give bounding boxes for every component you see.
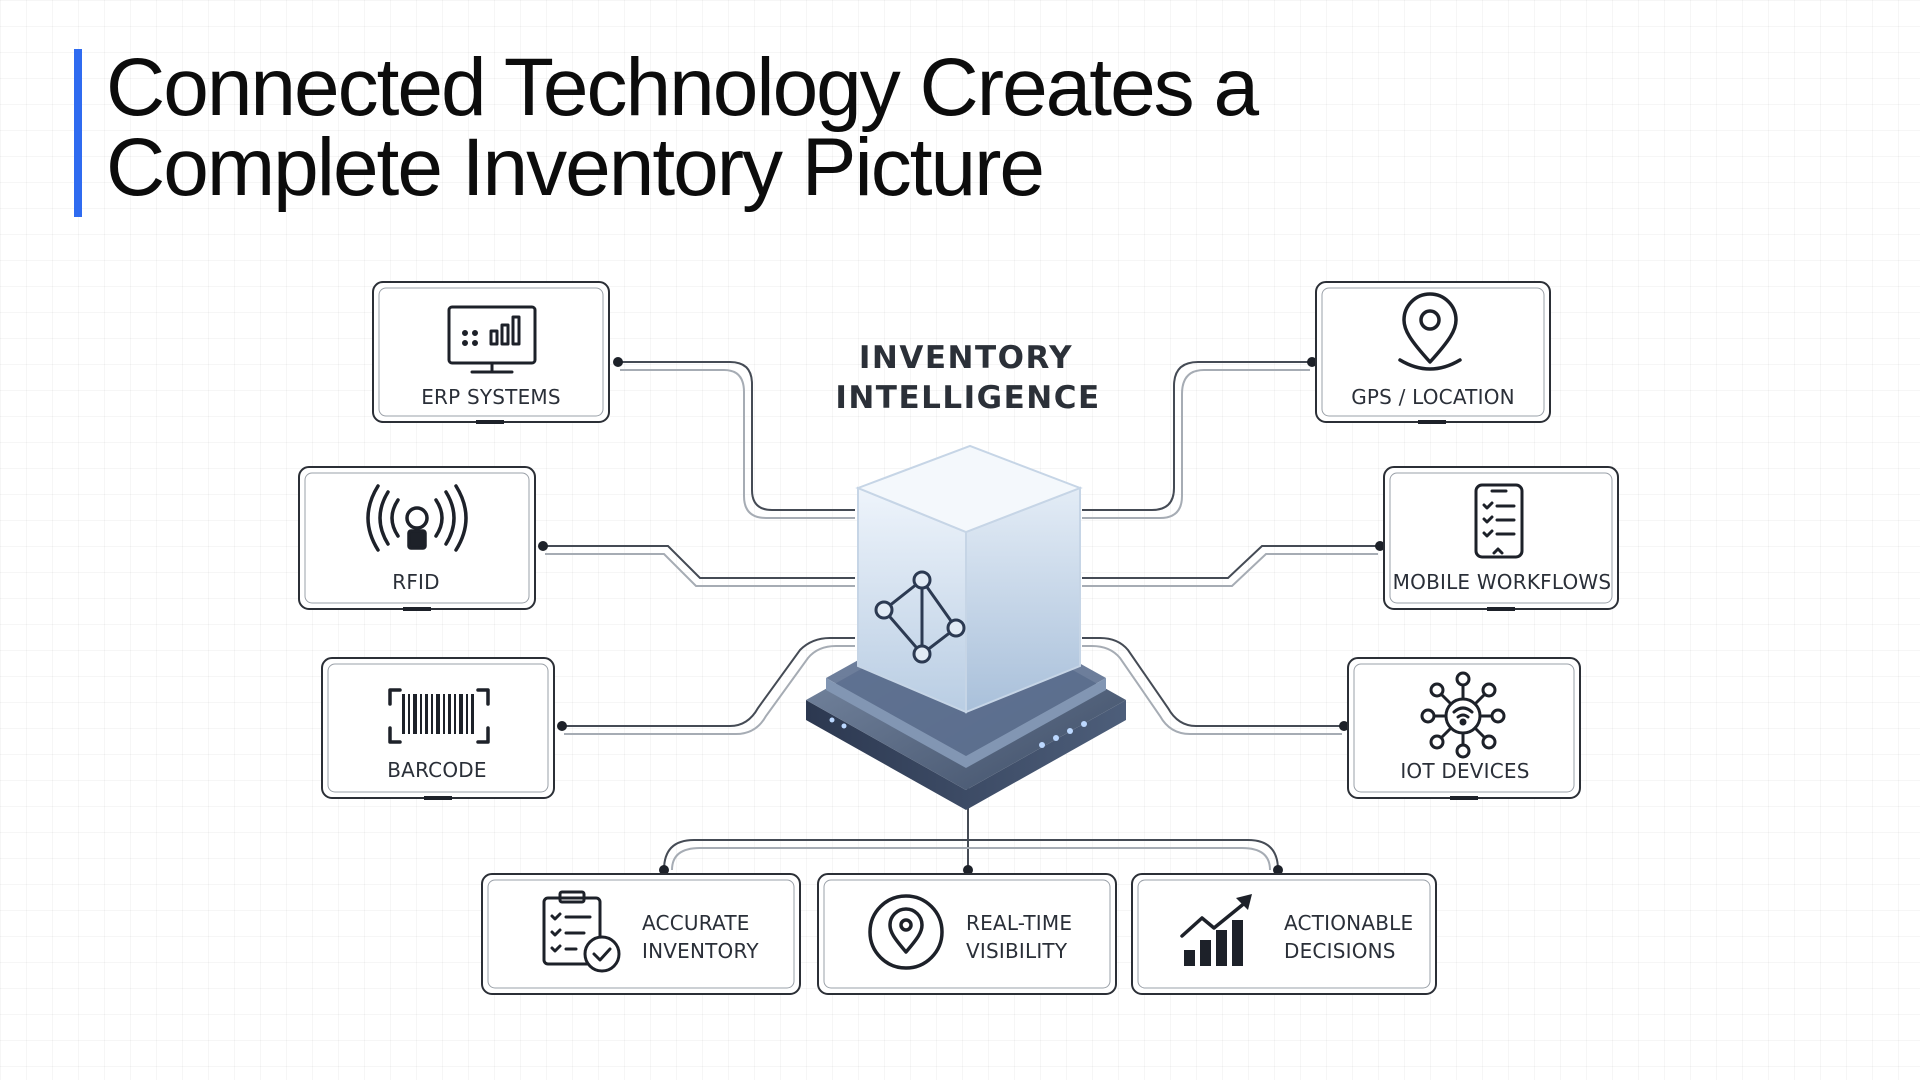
outcome-label-line2: VISIBILITY xyxy=(966,939,1068,963)
clipboard-check-icon xyxy=(542,890,621,973)
outcome-label-line2: DECISIONS xyxy=(1284,939,1396,963)
computer-chart-icon xyxy=(447,305,537,374)
wire-endpoint xyxy=(613,357,623,367)
hub-label-line1: INVENTORY xyxy=(859,340,1073,376)
source-label-iot: IOT DEVICES xyxy=(1400,759,1529,783)
growth-chart-icon xyxy=(1180,894,1252,966)
hub-label-line2: INTELLIGENCE xyxy=(835,380,1100,416)
wire-gps xyxy=(1082,361,1312,511)
connector-wires xyxy=(538,357,1385,875)
wire-outcomes-bus xyxy=(663,839,1279,871)
source-node-rfid: RFID xyxy=(298,466,536,611)
wire-barcode xyxy=(562,637,855,727)
wire-iot xyxy=(1082,637,1344,727)
outcome-label-line1: REAL-TIME xyxy=(966,911,1072,935)
title-accent-bar xyxy=(74,49,82,217)
outcome-node-real-time-visibility: REAL-TIME VISIBILITY xyxy=(817,873,1117,995)
target-pin-icon xyxy=(868,894,944,970)
wire-endpoint xyxy=(538,541,548,551)
source-label-barcode: BARCODE xyxy=(387,758,486,782)
source-node-gps: GPS / LOCATION xyxy=(1315,281,1551,424)
wire-endpoint xyxy=(557,721,567,731)
wire-endpoint xyxy=(1307,357,1317,367)
source-label-erp: ERP SYSTEMS xyxy=(421,385,561,409)
outcome-node-accurate-inventory: ACCURATE INVENTORY xyxy=(481,873,801,995)
outcome-node-actionable-decisions: ACTIONABLE DECISIONS xyxy=(1131,873,1437,995)
iot-network-icon xyxy=(1420,671,1506,759)
outcome-label-line1: ACCURATE xyxy=(642,911,750,935)
rfid-signal-icon xyxy=(366,484,468,552)
wire-mobile xyxy=(1082,545,1380,579)
page-title: Connected Technology Creates a Complete … xyxy=(106,42,1259,213)
source-node-barcode: BARCODE xyxy=(321,657,555,800)
mobile-checklist-icon xyxy=(1474,483,1524,559)
outcome-label-line1: ACTIONABLE xyxy=(1284,911,1413,935)
wire-rfid xyxy=(543,545,855,579)
outcome-label-line2: INVENTORY xyxy=(642,939,759,963)
source-node-iot: IOT DEVICES xyxy=(1347,657,1581,800)
source-label-gps: GPS / LOCATION xyxy=(1351,385,1515,409)
source-node-mobile: MOBILE WORKFLOWS xyxy=(1383,466,1619,611)
network-cube-icon xyxy=(806,444,1126,810)
source-label-rfid: RFID xyxy=(392,570,440,594)
barcode-icon xyxy=(388,688,490,744)
wire-endpoint xyxy=(1375,541,1385,551)
source-label-mobile: MOBILE WORKFLOWS xyxy=(1393,570,1612,594)
wire-endpoint xyxy=(1339,721,1349,731)
location-pin-icon xyxy=(1398,292,1462,371)
source-node-erp: ERP SYSTEMS xyxy=(372,281,610,424)
wire-erp xyxy=(618,361,855,511)
